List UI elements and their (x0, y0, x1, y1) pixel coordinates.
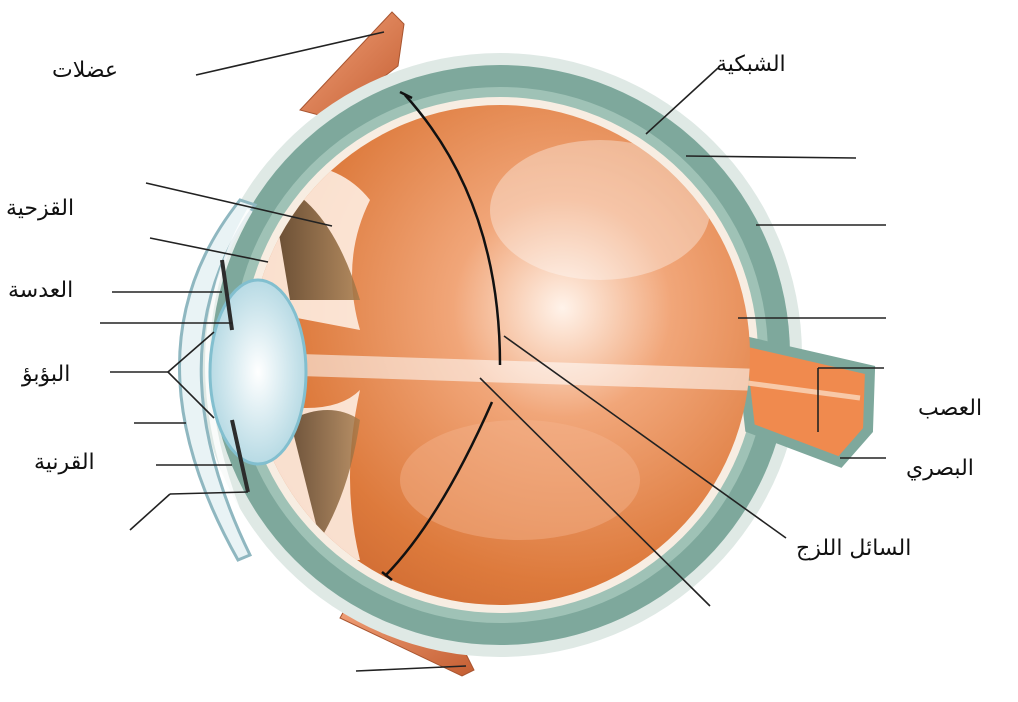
leader-cornea-2 (130, 494, 170, 530)
label-iris: القزحية (6, 198, 74, 220)
label-pupil: البؤبؤ (22, 364, 70, 386)
lens (210, 280, 306, 464)
label-vitreous: السائل اللزج (796, 538, 911, 560)
label-muscles: عضلات (52, 60, 118, 82)
label-optic-nerve-line1: العصب (918, 398, 982, 420)
label-optic-nerve-line2: البصري (906, 458, 974, 480)
label-cornea: القرنية (34, 452, 95, 474)
label-lens: العدسة (8, 280, 73, 302)
label-retina: الشبكية (716, 54, 786, 76)
